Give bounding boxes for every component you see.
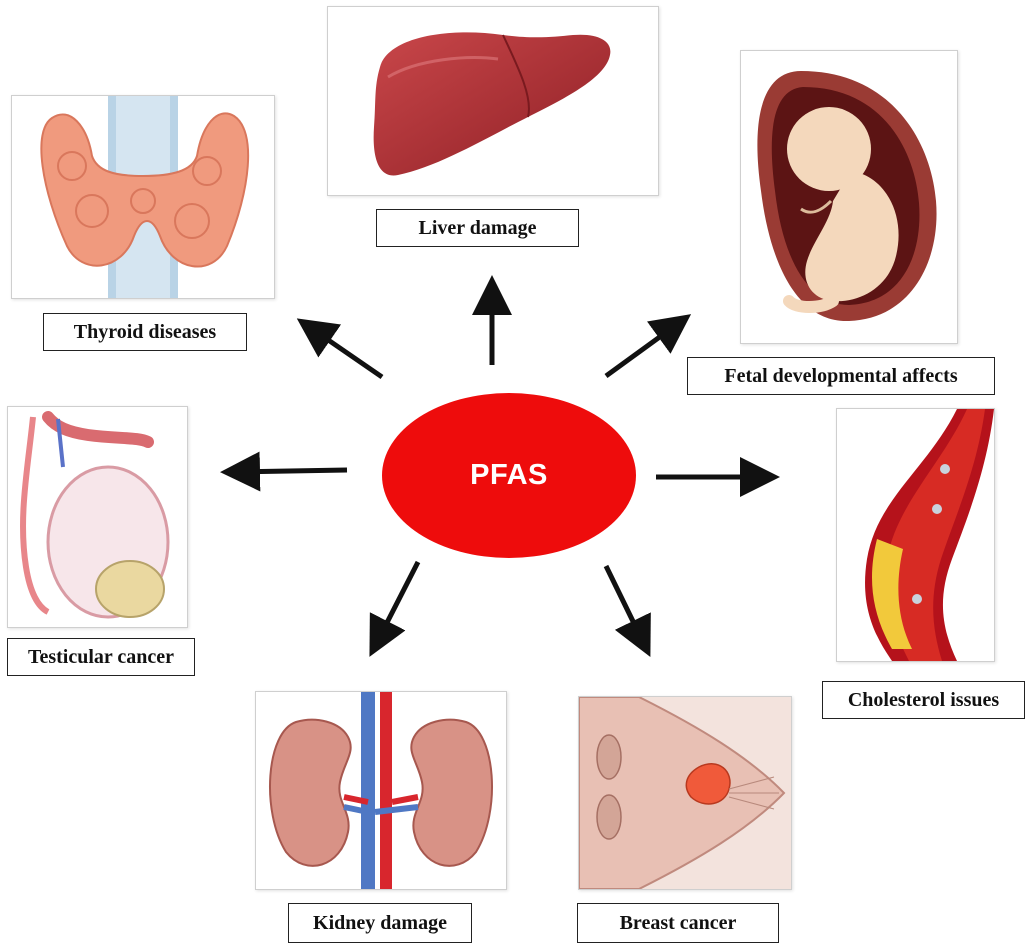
arrow-to-breast [603,564,651,657]
arrow-to-kidney [369,560,421,657]
pfas-node: PFAS [382,393,636,558]
liver-label: Liver damage [376,209,579,247]
thyroid-label: Thyroid diseases [43,313,247,351]
liver-image [327,6,659,196]
cholesterol-label: Cholesterol issues [822,681,1025,719]
kidney-label: Kidney damage [288,903,472,943]
arrow-to-thyroid [296,318,384,380]
kidney-image [255,691,507,890]
arrow-to-fetal [604,314,692,379]
breast-image [578,696,792,890]
arrow-to-testicular [220,451,348,492]
artery-image [836,408,995,662]
testicular-label: Testicular cancer [7,638,195,676]
fetal-label: Fetal developmental affects [687,357,995,395]
testicle-image [7,406,188,628]
fetus-image [740,50,958,344]
thyroid-image [11,95,275,299]
pfas-label: PFAS [470,459,548,491]
breast-label: Breast cancer [577,903,779,943]
